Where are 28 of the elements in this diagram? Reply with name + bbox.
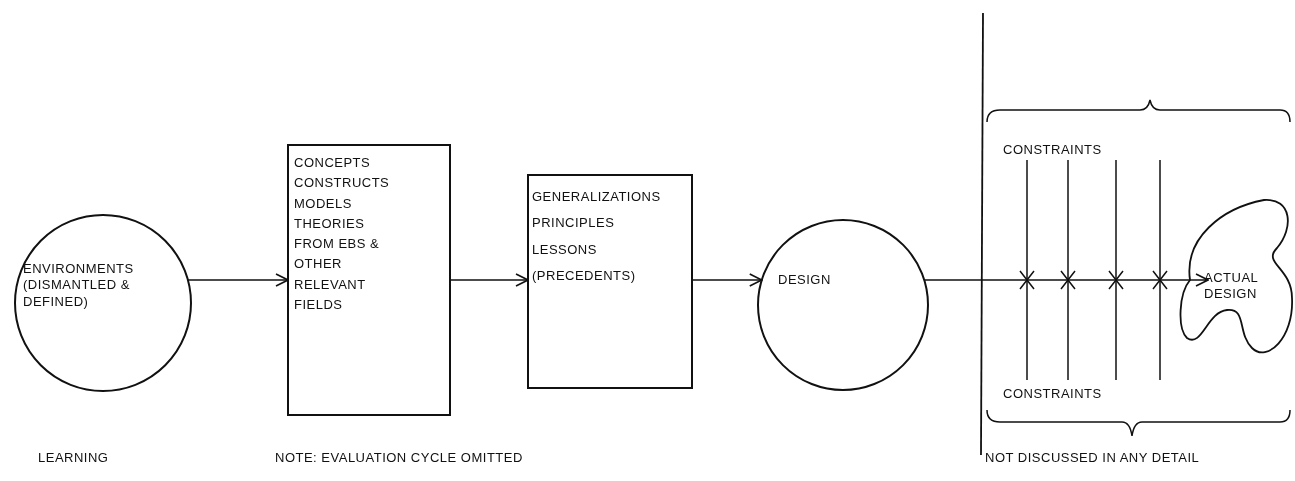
node-text: ENVIRONMENTS (DISMANTLED & DEFINED) [23,261,135,310]
circle-node [758,220,928,390]
node-text: THEORIES [294,215,366,232]
process-box [288,145,450,415]
node-text: DESIGN [778,272,832,289]
note-text: CONSTRAINTS [1003,142,1102,157]
arrow [691,273,763,287]
arrow [923,273,1209,287]
node-text: FIELDS [294,296,344,313]
node-text: FROM EBS & [294,236,381,253]
note-text: LEARNING [38,450,109,465]
arrow [187,273,289,287]
node-text: (PRECEDENTS) [532,267,637,284]
node-text: MODELS [294,195,353,212]
note-text: NOT DISCUSSED IN ANY DETAIL [985,450,1200,465]
note-text: NOTE: EVALUATION CYCLE OMITTED [275,450,523,465]
process-box [528,175,692,388]
node-text: RELEVANT [294,276,367,293]
note-text: CONSTRAINTS [1003,386,1102,401]
node-text: PRINCIPLES [532,215,616,232]
node-text: LESSONS [532,241,598,258]
circle-node [15,215,191,391]
node-text: CONCEPTS [294,155,372,172]
node-text: OTHER [294,256,343,273]
node-text: ACTUAL DESIGN [1204,270,1259,303]
node-text: GENERALIZATIONS [532,189,662,206]
node-text: CONSTRUCTS [294,175,391,192]
arrow [449,273,529,287]
